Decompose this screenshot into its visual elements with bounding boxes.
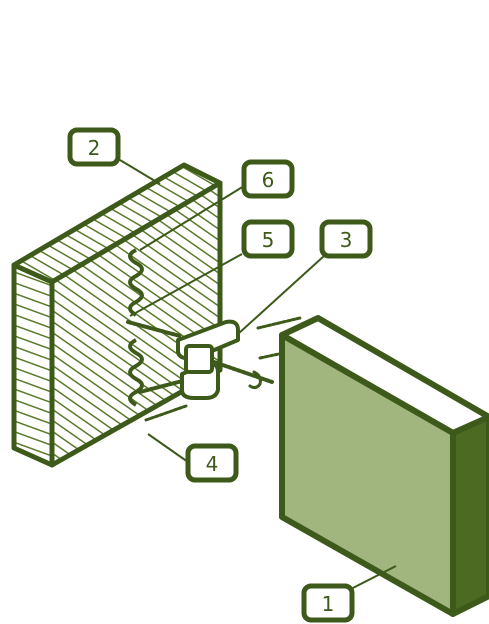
callout-1: 1 (304, 586, 352, 620)
leader-4 (148, 434, 188, 462)
callout-1-number: 1 (322, 592, 335, 616)
callout-4-number: 4 (206, 452, 219, 476)
callout-5-number: 5 (262, 228, 275, 252)
callout-3-number: 3 (340, 228, 353, 252)
callout-5: 5 (244, 222, 292, 256)
panel-side-face (453, 417, 489, 614)
wall-substrate (14, 165, 220, 465)
leader-2 (120, 160, 160, 184)
callout-3: 3 (322, 222, 370, 256)
clip-screw-3 (214, 362, 272, 382)
panel (282, 318, 489, 614)
callout-6-number: 6 (262, 168, 275, 192)
bracket-plate (186, 346, 212, 372)
callout-6: 6 (244, 162, 292, 196)
wall-side-face (14, 265, 52, 465)
callout-4: 4 (188, 446, 236, 480)
callout-2-number: 2 (88, 136, 101, 160)
callout-2: 2 (70, 130, 118, 164)
